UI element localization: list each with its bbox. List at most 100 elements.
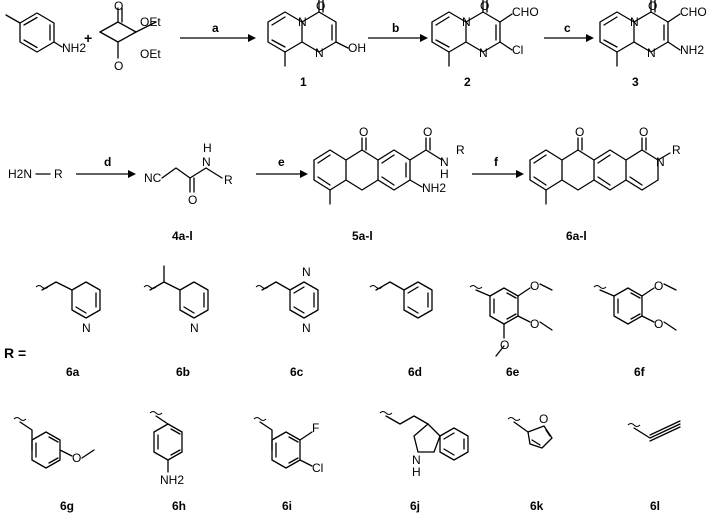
6i-f: F [312, 421, 319, 435]
6a-n: N [82, 321, 91, 335]
6j-n: N [412, 453, 421, 467]
substituent-6c: N N 6c [255, 265, 319, 379]
c5-label: 5a-l [352, 229, 373, 243]
arrow-f: f [472, 155, 524, 178]
c5-o-ring: O [359, 125, 368, 139]
c4-nc: NC [144, 171, 162, 185]
c6-label: 6a-l [566, 229, 587, 243]
6f-o-1: O [654, 279, 663, 293]
6e-o-3: O [500, 338, 509, 352]
6j-label: 6j [410, 499, 420, 513]
6f-label: 6f [634, 365, 646, 379]
c6-r: R [672, 143, 681, 157]
c1-o: O [316, 0, 325, 13]
plus-sign: + [84, 30, 92, 46]
substituent-6d: 6d [369, 281, 433, 379]
c2-label: 2 [464, 75, 471, 89]
step-b: b [392, 21, 399, 35]
arrow-a: a [180, 21, 256, 42]
step-c: c [564, 21, 571, 35]
amine-reagent: H2N R [8, 167, 63, 181]
c4-h: H [203, 141, 212, 155]
6j-h: H [412, 465, 421, 479]
6h-label: 6h [172, 499, 186, 513]
c3-cho: CHO [680, 5, 707, 19]
step-d: d [104, 155, 111, 169]
substituent-6i: F Cl 6i [253, 417, 323, 513]
malonate-oet-bottom: OEt [140, 47, 161, 61]
substituent-6k: O 6k [507, 412, 553, 513]
r-equals-label: R = [4, 345, 26, 361]
6k-label: 6k [530, 499, 544, 513]
substituent-6f: O O 6f [593, 279, 677, 379]
6c-n-top: N [302, 265, 311, 279]
6e-o-2: O [530, 317, 539, 331]
arrow-d: d [76, 155, 136, 178]
step-f: f [494, 155, 499, 169]
arrow-c: c [544, 21, 594, 42]
malonate-oet-top: OEt [140, 15, 161, 29]
compound-1: O N N OH 1 [267, 0, 366, 89]
c6-o-ring: O [575, 125, 584, 139]
6e-label: 6e [506, 365, 520, 379]
c1-label: 1 [300, 75, 307, 89]
malonate-o-bottom: O [114, 59, 123, 73]
c1-n-bottom: N [315, 46, 324, 60]
6i-label: 6i [282, 499, 292, 513]
c6-o-pyrimidinone: O [639, 125, 648, 139]
c3-o: O [648, 0, 657, 13]
6h-nh2: NH2 [160, 473, 184, 487]
arrow-e: e [256, 155, 308, 178]
compound-4: NC O H N R 4a-l [144, 141, 233, 243]
c5-r: R [456, 143, 465, 157]
c1-oh: OH [348, 41, 366, 55]
c3-nh2: NH2 [680, 43, 704, 57]
c5-nh2: NH2 [422, 181, 446, 195]
c2-cl: Cl [512, 43, 523, 57]
6k-o: O [539, 412, 548, 426]
6l-label: 6l [650, 499, 660, 513]
6f-o-2: O [654, 317, 663, 331]
starting-material-aminopyridine: NH2 [5, 12, 86, 55]
c4-n: N [202, 155, 211, 169]
substituent-6j: N H 6j [379, 411, 469, 513]
c3-n-bottom: N [647, 46, 656, 60]
6c-n-bottom: N [302, 321, 311, 335]
substituent-6e: O O O 6e [469, 279, 553, 379]
c2-n-bottom: N [479, 46, 488, 60]
substituent-6b: N 6b [143, 265, 209, 379]
c2-o: O [480, 0, 489, 13]
starting-material-diethyl-malonate: O OEt O OEt [99, 0, 161, 73]
malonate-o-top: O [114, 0, 123, 13]
c5-h: H [440, 167, 449, 181]
6a-label: 6a [66, 365, 80, 379]
c6-n: N [656, 155, 665, 169]
amine-r: R [54, 167, 63, 181]
6g-label: 6g [60, 499, 74, 513]
compound-3: O N N CHO NH2 3 [599, 0, 707, 89]
compound-2: O N N CHO Cl 2 [431, 0, 539, 89]
6b-n: N [190, 321, 199, 335]
6g-o: O [72, 451, 81, 465]
c1-n-top: N [298, 15, 307, 29]
6d-label: 6d [408, 365, 422, 379]
c2-n-top: N [462, 15, 471, 29]
sm1-nh2: NH2 [62, 41, 86, 55]
c4-label: 4a-l [172, 229, 193, 243]
c5-n: N [440, 155, 449, 169]
step-e: e [278, 155, 285, 169]
6c-label: 6c [290, 365, 304, 379]
substituent-6g: O 6g [13, 417, 95, 513]
compound-5: O O N H R NH2 5a-l [313, 125, 465, 243]
6b-label: 6b [176, 365, 190, 379]
step-a: a [212, 21, 219, 35]
arrow-b: b [368, 21, 428, 42]
substituent-6h: NH2 6h [149, 411, 186, 513]
c4-r: R [224, 173, 233, 187]
substituent-6l: 6l [627, 420, 681, 513]
compound-6: O O N R 6a-l [529, 125, 681, 243]
6i-cl: Cl [312, 461, 323, 475]
c2-cho: CHO [512, 5, 539, 19]
c4-o: O [188, 193, 197, 207]
